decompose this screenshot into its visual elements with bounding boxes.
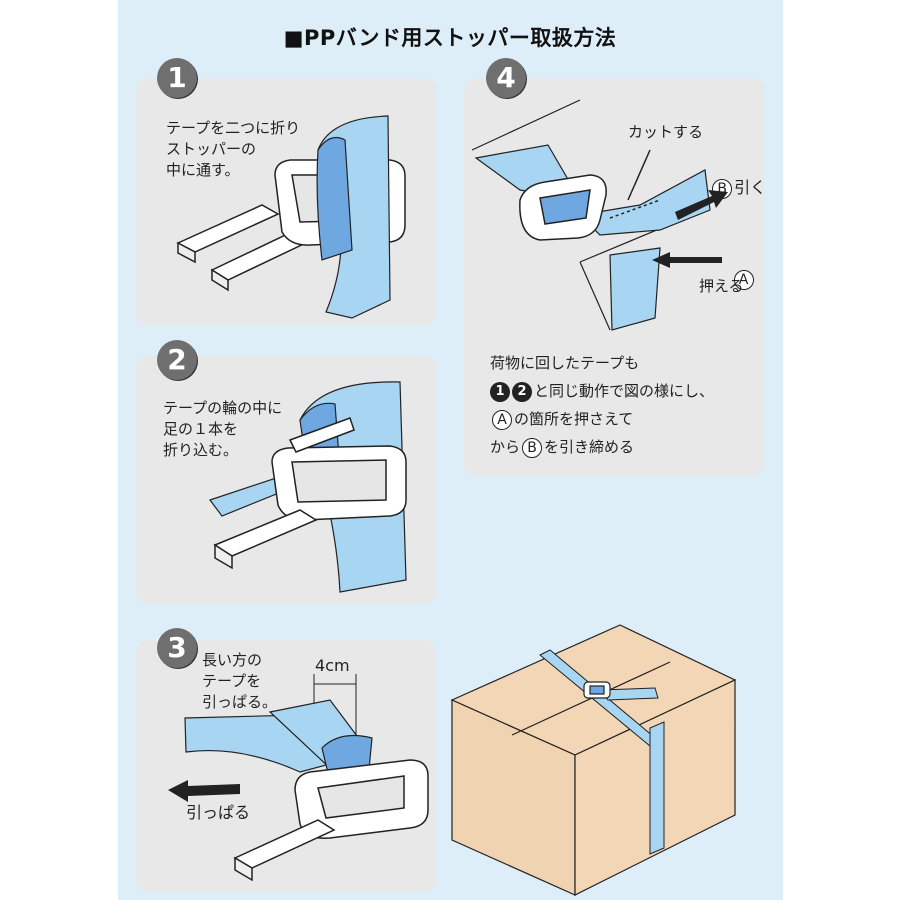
pull-text: 引く [734,178,767,197]
step-1-number: 1 [157,58,197,98]
desc-line2-text: と同じ動作で図の様にし、 [534,382,715,400]
desc-line3-text: の箇所を押さえて [514,410,634,428]
desc-line4-pre: から [490,438,521,456]
stopper-icon [519,174,607,241]
page-title: ■PPバンド用ストッパー取扱方法 [283,26,617,50]
pull-arrow-icon [168,780,240,802]
desc-line4-post: を引き締める [544,438,635,456]
mark-b-inline: B [522,437,543,458]
mark-a-label: A [722,248,756,290]
mark-a-inline: A [492,409,512,430]
step-4-desc-line1: 荷物に回したテープも [490,354,640,372]
step-ref-1: 1 [490,381,510,402]
step-1-text: テープを二つに折り ストッパーの 中に通す。 [166,119,301,179]
tape-icon [316,115,391,319]
cut-line [609,149,661,219]
stopper-icon [213,417,407,570]
step-3-number: 3 [157,628,197,668]
mark-a: A [733,269,754,290]
dimension-label: 4cm [315,656,350,675]
press-a-arrow-icon [652,252,722,268]
cut-label: カットする [628,123,704,141]
step-2-text: テープの輪の中に 足の１本を 折り込む。 [163,399,283,459]
pull-b-arrow-icon [675,190,728,220]
step-ref-2: 2 [512,381,532,402]
step-2-number: 2 [157,340,197,380]
stopper-icon [233,759,429,882]
box-stopper-icon [583,681,611,699]
step-3-text: 長い方の テープを 引っぱる。 [202,651,278,711]
press-label: 押える [699,277,744,295]
step-4-number: 4 [486,58,526,98]
pull-arrow-label: 引っぱる [186,803,251,822]
